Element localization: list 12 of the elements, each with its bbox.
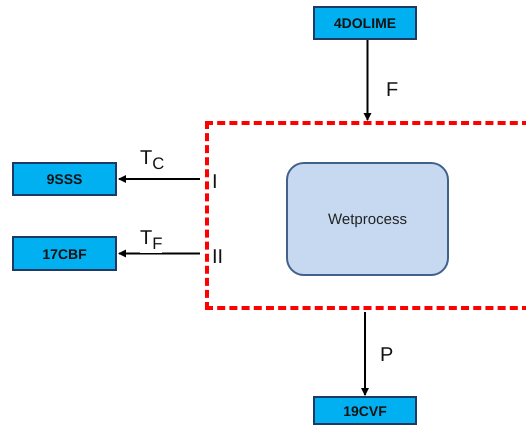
arrow xyxy=(118,175,200,183)
source-box: 4DOLIME xyxy=(313,6,417,40)
arrow xyxy=(118,250,200,258)
arrow xyxy=(364,40,372,121)
boundary-box xyxy=(205,121,526,310)
output-box: 19CVF xyxy=(313,396,417,425)
port-label: II xyxy=(212,247,224,267)
process-box: Wetprocess xyxy=(286,162,449,276)
output-box: 9SSS xyxy=(12,162,117,196)
port-label: I xyxy=(212,172,218,192)
output-box: 17CBF xyxy=(12,236,117,271)
arrow xyxy=(361,312,369,396)
